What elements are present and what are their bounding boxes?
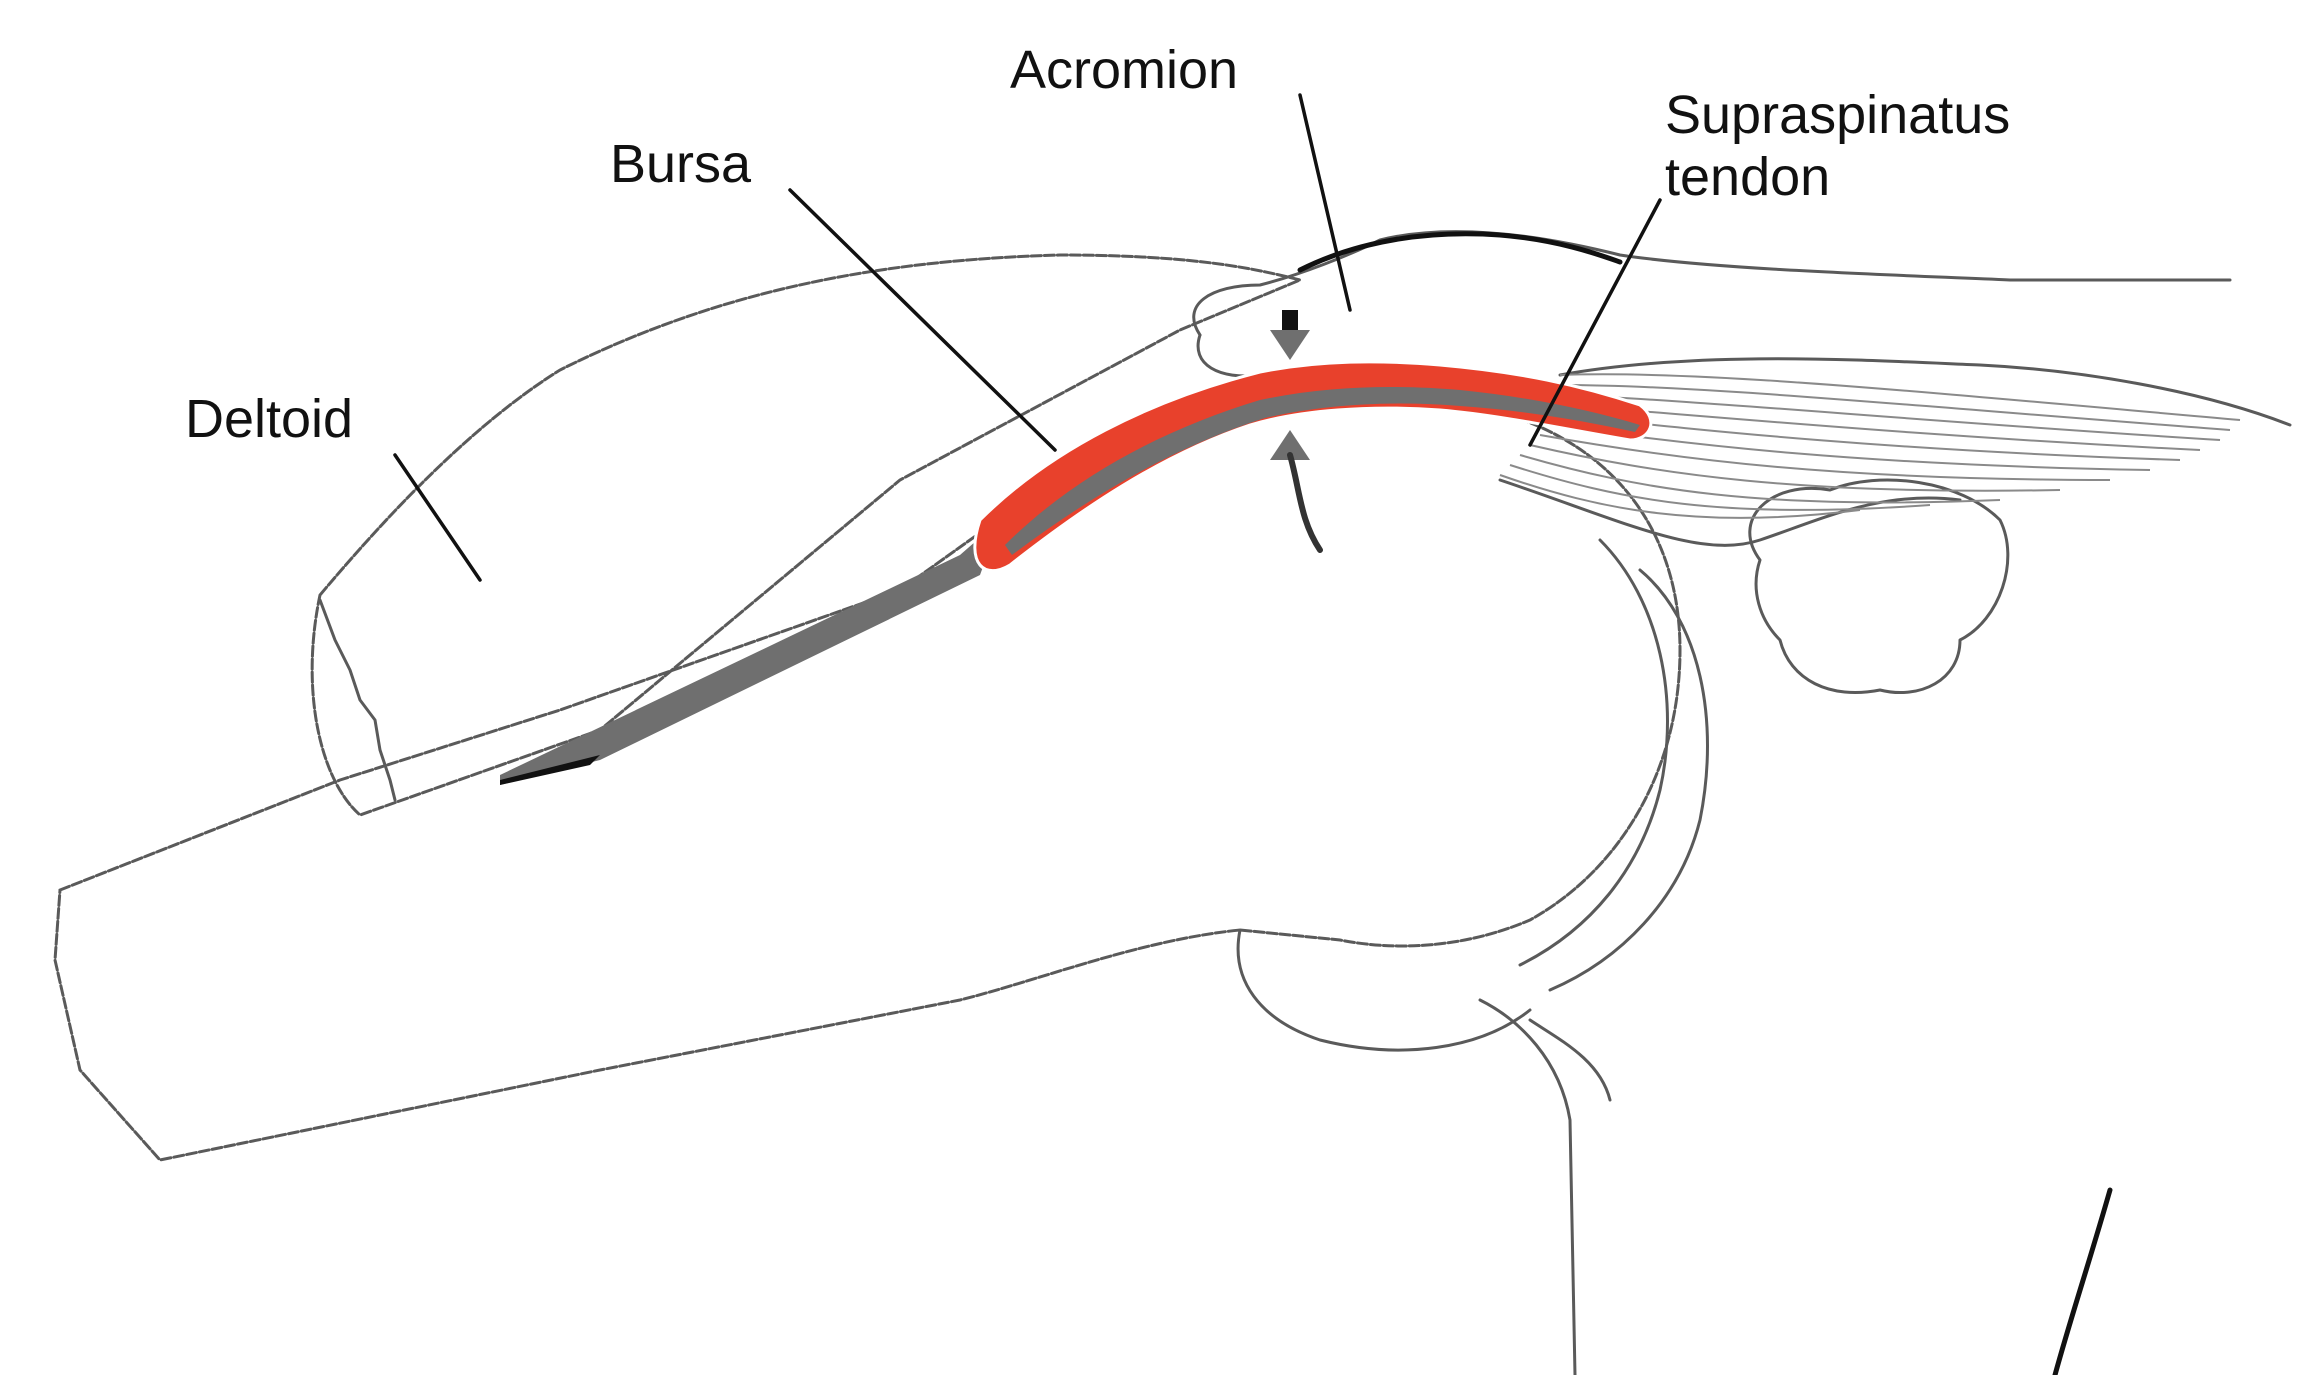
bursa-label: Bursa <box>610 134 752 194</box>
lower-bone-outline-3 <box>1530 1020 1610 1100</box>
lower-bone-outline <box>1238 930 1530 1050</box>
acromion-top-line <box>1300 234 1620 270</box>
supraspinatus-label: Supraspinatus <box>1665 85 2010 145</box>
supraspinatus-tendon-tail <box>500 520 1000 785</box>
down-arrow-icon <box>1270 330 1310 360</box>
bursa-leader <box>790 190 1055 450</box>
humerus-outline <box>55 398 1680 1160</box>
deltoid-label: Deltoid <box>185 389 353 449</box>
supraspinatus-label-2: tendon <box>1665 147 1830 207</box>
lower-bone-outline-2 <box>1480 1000 1575 1375</box>
up-arrow-stem <box>1290 455 1320 550</box>
acromion-outline <box>1194 232 2230 335</box>
acromion-label: Acromion <box>1010 40 1238 100</box>
coracoid-outline <box>1750 480 2008 693</box>
deltoid-leader <box>395 455 480 580</box>
glenoid-outline <box>1550 570 1708 990</box>
acromion-leader <box>1300 95 1350 310</box>
down-arrow-stem <box>1282 310 1298 330</box>
glenoid-inner <box>1520 540 1668 965</box>
scapula-edge <box>2055 1190 2110 1375</box>
deltoid-outline <box>312 255 1300 815</box>
